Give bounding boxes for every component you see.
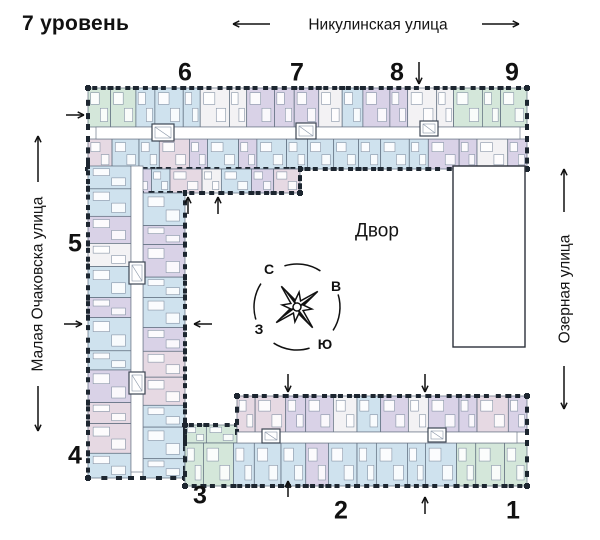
entrance-arrow <box>284 480 292 497</box>
entrance-arrow <box>421 496 429 514</box>
compass-west-label: З <box>254 321 264 337</box>
compass-rose-icon <box>253 263 341 351</box>
entrance-arrow <box>193 320 212 328</box>
section-label-9: 9 <box>505 58 519 87</box>
section-label-4: 4 <box>68 441 82 470</box>
section-label-6: 6 <box>178 58 192 87</box>
street-direction-arrow <box>232 20 270 28</box>
street-label-right: Озерная улица <box>556 234 574 344</box>
section-label-5: 5 <box>68 229 82 258</box>
entrance-arrow <box>284 374 292 393</box>
entrance-arrow <box>184 196 192 214</box>
section-label-8: 8 <box>390 58 404 87</box>
entrance-arrow <box>64 320 83 328</box>
page-title: 7 уровень <box>22 12 130 35</box>
section-label-7: 7 <box>290 58 304 87</box>
section-label-1: 1 <box>506 496 520 525</box>
compass-north-label: С <box>263 261 275 277</box>
street-direction-arrow <box>34 135 42 182</box>
entrance-arrow <box>415 62 423 85</box>
courtyard-label: Двор <box>355 220 399 242</box>
street-label-top: Никулинская улица <box>308 16 448 34</box>
compass-east-label: В <box>330 278 342 294</box>
entrance-arrow <box>421 374 429 393</box>
street-direction-arrow <box>560 366 568 410</box>
street-direction-arrow <box>34 386 42 432</box>
street-label-left: Малая Очаковска улица <box>29 196 47 372</box>
entrance-arrow <box>214 196 222 214</box>
street-direction-arrow <box>482 20 520 28</box>
street-direction-arrow <box>560 168 568 212</box>
compass-south-label: Ю <box>317 336 333 352</box>
entrance-arrow <box>66 111 85 119</box>
section-label-3: 3 <box>193 481 207 510</box>
section-label-2: 2 <box>334 496 348 525</box>
